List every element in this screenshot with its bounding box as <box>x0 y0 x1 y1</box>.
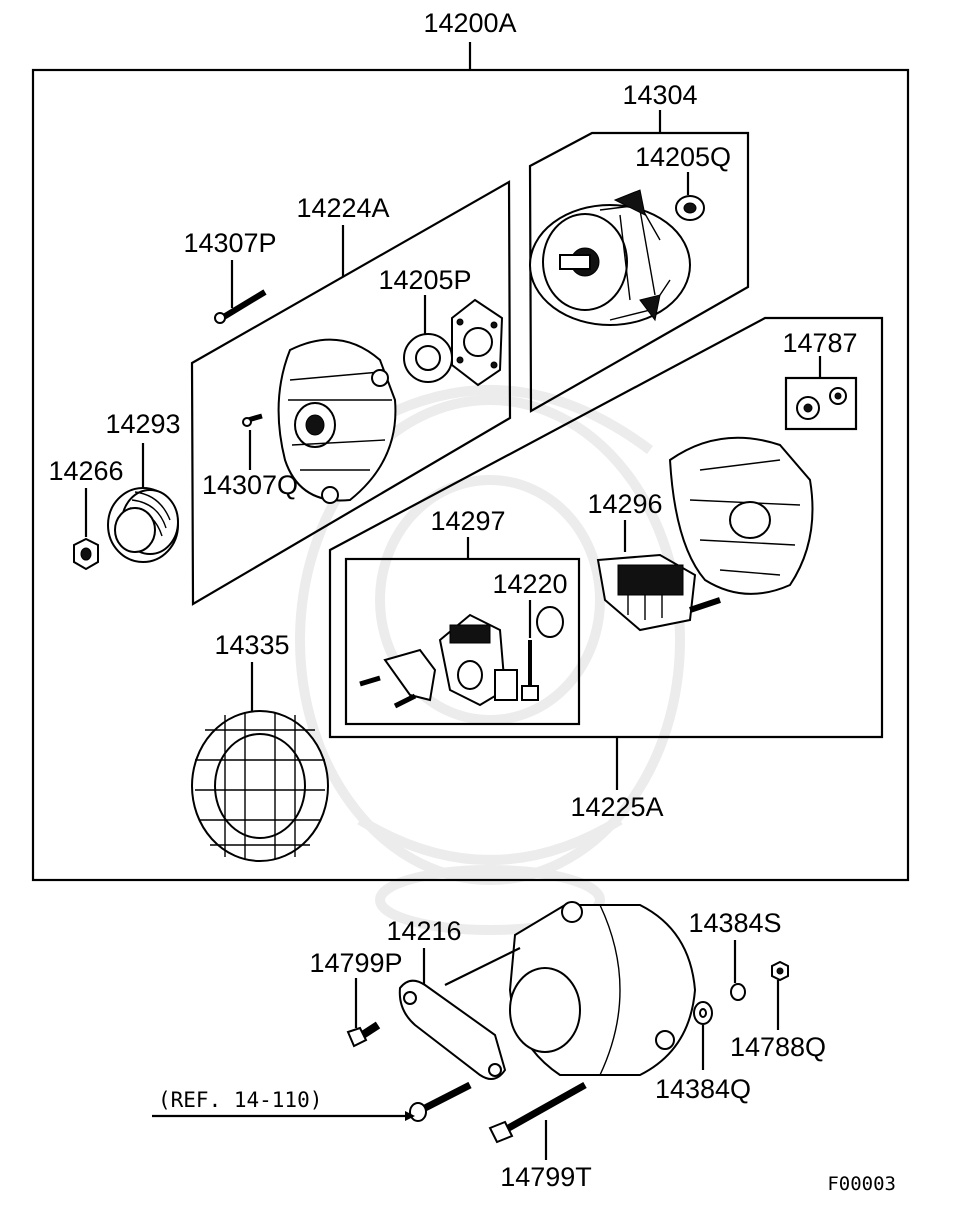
rotor-part <box>529 189 691 326</box>
label-14799P: 14799P <box>309 948 402 978</box>
bracket-14216 <box>398 979 507 1080</box>
bolt-14799P <box>346 1021 381 1048</box>
label-14787: 14787 <box>782 328 857 358</box>
panel-14787 <box>784 376 858 431</box>
panel-rear-group <box>328 316 884 739</box>
panel-front-group <box>190 180 512 606</box>
figure-code: F00003 <box>827 1173 896 1195</box>
label-14296: 14296 <box>587 489 662 519</box>
alternator-body-part <box>508 901 697 1076</box>
label-14384S: 14384S <box>688 908 781 938</box>
stator-14335 <box>191 710 329 862</box>
front-bracket-part <box>277 338 397 504</box>
nut-14788Q <box>771 960 789 982</box>
brush-holder-part <box>383 613 518 707</box>
label-14799T: 14799T <box>500 1162 592 1192</box>
label-14220: 14220 <box>492 569 567 599</box>
bolt-14799T <box>488 1081 587 1144</box>
pulley-14293 <box>107 487 179 563</box>
rear-bracket-part <box>668 436 814 595</box>
brush-spring-14220 <box>521 606 564 701</box>
screw-14307Q <box>242 413 263 427</box>
label-14335: 14335 <box>214 630 289 660</box>
label-14307Q: 14307Q <box>202 470 298 500</box>
bearing-14205Q <box>675 195 705 221</box>
label-14788Q: 14788Q <box>730 1032 826 1062</box>
bearing-14205P <box>403 333 453 383</box>
label-rear-group: 14225A <box>570 792 663 822</box>
lock-washer-14384S <box>730 983 746 1001</box>
retainer-plate-part <box>451 298 504 387</box>
panel-stator-group <box>528 131 750 413</box>
washer-14384Q <box>693 1001 713 1025</box>
label-14307P: 14307P <box>183 228 276 258</box>
label-assembly: 14200A <box>423 8 516 38</box>
label-14384Q: 14384Q <box>655 1074 751 1104</box>
label-front-group: 14224A <box>296 193 389 223</box>
reference-bolt-part <box>409 1081 472 1122</box>
terminal-nuts-14787 <box>796 387 847 420</box>
label-14266: 14266 <box>48 456 123 486</box>
reference-note: (REF. 14-110) <box>158 1088 322 1112</box>
label-stator-group: 14304 <box>622 80 697 110</box>
label-14216: 14216 <box>386 916 461 946</box>
rectifier-14296 <box>596 553 721 632</box>
label-14205P: 14205P <box>378 265 471 295</box>
nut-14266 <box>73 537 99 571</box>
label-14205Q: 14205Q <box>635 142 731 172</box>
screws-brush-holder <box>359 675 417 709</box>
panel-brush-group <box>344 557 581 726</box>
label-14293: 14293 <box>105 409 180 439</box>
label-brush-group: 14297 <box>430 506 505 536</box>
bolt-14307P <box>214 289 267 324</box>
